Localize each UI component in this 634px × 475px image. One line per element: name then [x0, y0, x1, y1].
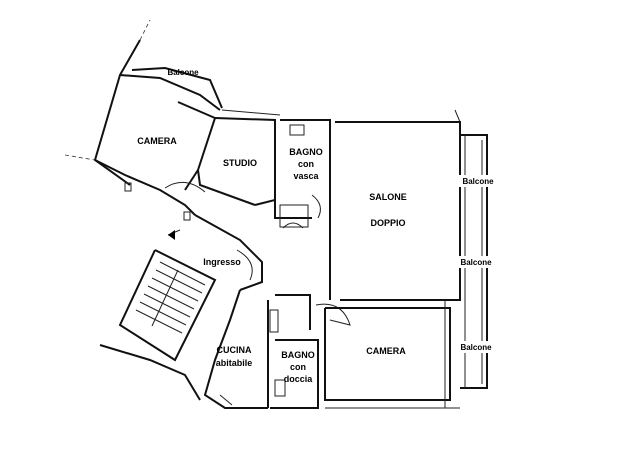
label-balcone-top: Balcone: [167, 68, 199, 77]
studio-room: [164, 109, 281, 206]
label-cucina-1: CUCINA: [217, 345, 252, 355]
label-bagno-top-2: con: [298, 159, 314, 169]
label-bagno-bottom-1: BAGNO: [281, 350, 315, 360]
label-balcone-right-2: Balcone: [460, 258, 492, 267]
label-cucina-2: abitabile: [216, 358, 253, 368]
ingresso-area: [167, 214, 263, 291]
label-ingresso: Ingresso: [203, 257, 241, 267]
label-bagno-bottom-2: con: [290, 362, 306, 372]
salone-room: [329, 109, 461, 301]
label-camera-bottom: CAMERA: [366, 346, 406, 356]
camera-bottom-room: [324, 300, 460, 409]
camera-wing: [64, 19, 223, 221]
stairwell: [99, 249, 217, 401]
label-balcone-right-1: Balcone: [462, 177, 494, 186]
label-balcone-right-3: Balcone: [460, 343, 492, 352]
label-salone-2: DOPPIO: [370, 218, 405, 228]
label-bagno-bottom-3: doccia: [284, 374, 314, 384]
label-studio: STUDIO: [223, 158, 257, 168]
label-camera-top: CAMERA: [137, 136, 177, 146]
label-bagno-top-3: vasca: [293, 171, 319, 181]
label-salone-1: SALONE: [369, 192, 407, 202]
label-bagno-top-1: BAGNO: [289, 147, 323, 157]
cucina-room: [203, 289, 269, 409]
